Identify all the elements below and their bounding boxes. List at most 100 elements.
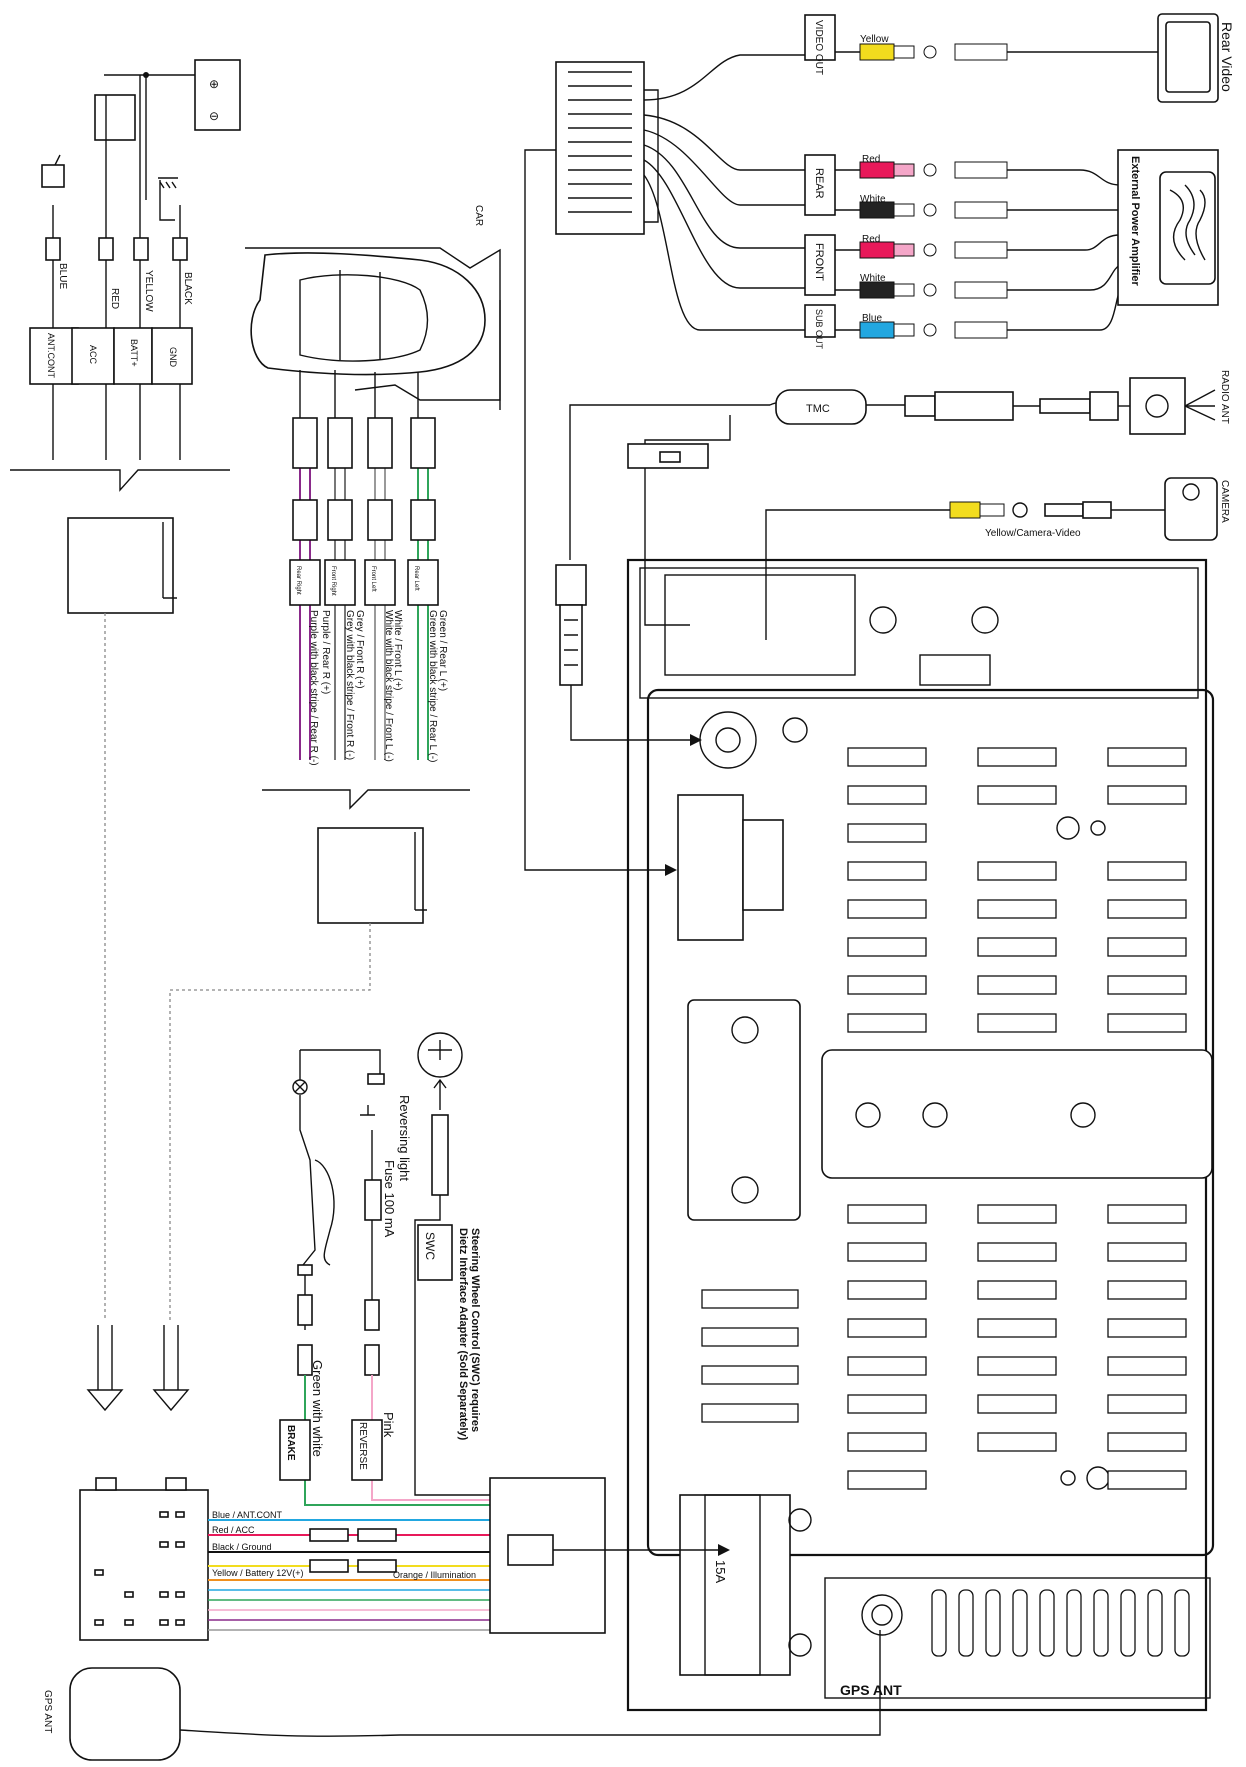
rear-label: REAR — [813, 168, 825, 199]
gps-ant-label: GPS ANT — [42, 1690, 53, 1733]
video-out-label: VIDEO OUT — [813, 20, 824, 75]
vent-slot — [1174, 1589, 1190, 1657]
rca-plug-white-rear — [859, 201, 1008, 219]
head-unit: 15A GPS ANT — [626, 558, 1215, 1712]
vent-slot — [1107, 899, 1187, 919]
vent-slot — [847, 1394, 927, 1414]
speaker-funnel — [169, 789, 470, 1320]
vent-slot — [847, 1242, 927, 1262]
rca-plug-red-rear — [859, 161, 1008, 179]
vent-slot — [1107, 861, 1187, 881]
vent-slot — [1107, 1204, 1187, 1224]
camera-cable-label: Yellow/Camera-Video — [985, 528, 1081, 539]
wire-purple-rear-r-pos: Purple / Rear R (+) — [320, 610, 331, 694]
red-rear-label: Red — [862, 154, 880, 165]
power-section: ⊕ ⊖ BLUE RED YELLOW BLACK ANT.CONT ACC B… — [10, 59, 241, 1320]
blue-wire-label: BLUE — [57, 263, 68, 289]
vent-slot — [958, 1589, 974, 1657]
swc-label: SWC — [423, 1232, 437, 1260]
vent-slot — [847, 1013, 927, 1033]
vent-slot — [847, 823, 927, 843]
ant-cont-label: ANT.CONT — [46, 333, 56, 379]
front-label: FRONT — [813, 243, 825, 281]
vent-slot — [701, 1289, 799, 1309]
vent-slot — [1107, 1470, 1187, 1490]
vent-slot — [977, 1394, 1057, 1414]
vent-slot — [977, 1280, 1057, 1300]
vent-slot — [1107, 747, 1187, 767]
vent-slot — [1093, 1589, 1109, 1657]
reversing-light-label: Reversing light — [397, 1095, 412, 1181]
wire-white-front-l-pos: White / Front L (+) — [392, 610, 403, 690]
vent-slot — [1107, 1356, 1187, 1376]
vent-slot — [1107, 1432, 1187, 1452]
black-wire-label: BLACK — [182, 272, 193, 305]
plug-rear-left: Rear Left — [413, 566, 419, 591]
vent-slot — [701, 1365, 799, 1385]
batt-label: BATT+ — [129, 339, 139, 367]
vent-slot — [977, 1356, 1057, 1376]
vent-slot — [1039, 1589, 1055, 1657]
vent-slot — [977, 1242, 1057, 1262]
harness-black-ground: Black / Ground — [212, 1542, 272, 1552]
radio-ant-label: RADIO ANT — [1219, 370, 1230, 424]
plug-front-left: Front Left — [370, 566, 376, 592]
vent-slot — [1107, 1013, 1187, 1033]
vent-slot — [1147, 1589, 1163, 1657]
vent-slot — [977, 1318, 1057, 1338]
vent-slot — [977, 785, 1057, 805]
rear-video-monitor — [1157, 13, 1219, 103]
brake-label: BRAKE — [285, 1425, 296, 1461]
vent-slot — [977, 1204, 1057, 1224]
yellow-video-label: Yellow — [860, 34, 889, 45]
rca-section: VIDEO OUT REAR FRONT SUB OUT Yellow Red … — [524, 13, 1235, 876]
vent-slot — [847, 1318, 927, 1338]
gnd-label: GND — [168, 347, 178, 368]
vent-slot — [1107, 937, 1187, 957]
vent-slot — [931, 1589, 947, 1657]
harness-red-acc: Red / ACC — [212, 1525, 255, 1535]
vent-slot — [977, 937, 1057, 957]
vent-slot — [847, 937, 927, 957]
vent-slot — [1066, 1589, 1082, 1657]
vent-slot — [1107, 1280, 1187, 1300]
control-section: BRAKE REVERSE Green with white Pink Reve… — [279, 1032, 490, 1506]
vent-slot — [1120, 1589, 1136, 1657]
reverse-label: REVERSE — [357, 1422, 368, 1470]
wire-green-rear-l-neg: Green with black stripe / Rear L (-) — [427, 610, 438, 762]
swc-note-2: Dietz Interface Adapter (Sold Separately… — [457, 1228, 469, 1441]
tmc-label: TMC — [806, 403, 830, 415]
red-front-label: Red — [862, 234, 880, 245]
harness-yellow-battery: Yellow / Battery 12V(+) — [212, 1568, 303, 1578]
harness-section: Blue / ANT.CONT Red / ACC Black / Ground… — [79, 1325, 730, 1641]
vent-slot — [847, 861, 927, 881]
wire-white-front-l-neg: White with black stripe / Front L (-) — [383, 610, 394, 762]
rca-plug-yellow — [859, 43, 1008, 61]
vent-slot — [977, 861, 1057, 881]
vent-slot — [1107, 785, 1187, 805]
wire-green-rear-l-pos: Green / Rear L (+) — [437, 610, 448, 691]
gps-antenna: GPS ANT — [42, 1630, 881, 1761]
minus-symbol: ⊖ — [209, 109, 219, 123]
vent-slot — [1012, 1589, 1028, 1657]
vent-slot — [1107, 975, 1187, 995]
yellow-wire-label: YELLOW — [143, 270, 154, 312]
vent-slot — [847, 1356, 927, 1376]
amplifier-label: External Power Amplifier — [1129, 156, 1141, 287]
vent-slot — [977, 747, 1057, 767]
sub-out-label: SUB OUT — [814, 309, 824, 350]
green-white-label: Green with white — [310, 1360, 325, 1457]
fuse-15a-label: 15A — [713, 1560, 728, 1583]
swc-note-1: Steering Wheel Control (SWC) requires — [469, 1228, 481, 1432]
vent-slot — [847, 899, 927, 919]
radio-section: TMC RADIO ANT — [555, 370, 1230, 746]
plug-rear-right: Rear Right — [295, 566, 301, 595]
wire-purple-rear-r-neg: Purple with black stripe / Rear R (-) — [308, 610, 319, 766]
vent-slot — [847, 747, 927, 767]
vent-slot — [701, 1327, 799, 1347]
camera-section: CAMERA Yellow/Camera-Video — [765, 477, 1230, 640]
vent-slot — [977, 1013, 1057, 1033]
vent-slot — [847, 1204, 927, 1224]
vent-slot — [985, 1589, 1001, 1657]
